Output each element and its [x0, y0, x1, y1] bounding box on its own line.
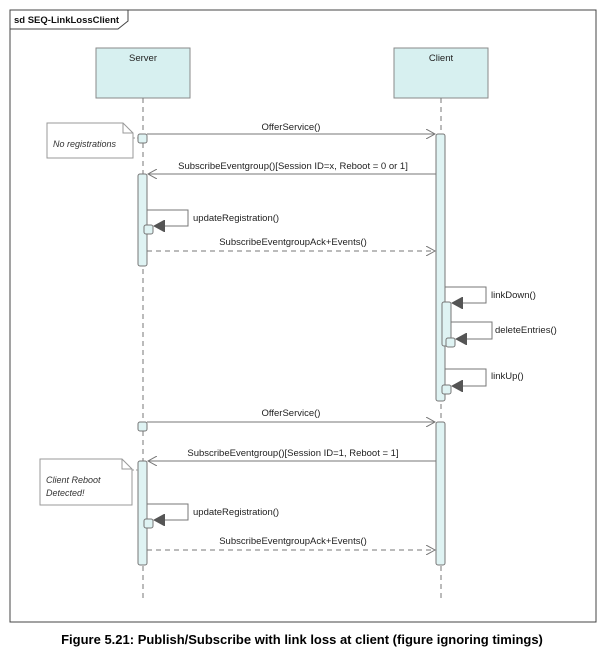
message-offer-service-1-label: OfferService() [262, 122, 321, 133]
participant-server-label: Server [129, 53, 157, 64]
exec-server-offer-2 [137, 421, 148, 432]
frame-title: sd SEQ-LinkLossClient [14, 15, 120, 26]
activation-server-1 [137, 173, 148, 267]
message-subscribe-1-label: SubscribeEventgroup()[Session ID=x, Rebo… [178, 161, 408, 172]
exec-server-update-2 [143, 518, 154, 529]
participant-client-label: Client [429, 53, 454, 64]
message-link-down-label: linkDown() [491, 290, 536, 301]
note-client-reboot-fold [121, 459, 132, 470]
activation-client-2 [435, 421, 446, 566]
message-update-registration-2-arrow [147, 503, 189, 520]
figure-caption: Figure 5.21: Publish/Subscribe with link… [61, 632, 543, 647]
message-offer-service-2-label: OfferService() [262, 408, 321, 419]
message-ack-2-label: SubscribeEventgroupAck+Events() [219, 536, 367, 547]
activation-server-2 [137, 460, 148, 566]
message-delete-entries-arrow [451, 321, 493, 339]
exec-server-update-1 [143, 224, 154, 235]
message-ack-1-label: SubscribeEventgroupAck+Events() [219, 237, 367, 248]
exec-client-linkup [441, 384, 452, 395]
note-client-reboot [39, 458, 133, 506]
message-update-registration-2-label: updateRegistration() [193, 507, 279, 518]
message-update-registration-1-arrow [147, 209, 189, 226]
frame-title-tab [9, 9, 129, 30]
message-link-up-label: linkUp() [491, 371, 524, 382]
participant-server [95, 47, 191, 99]
sequence-diagram: sd SEQ-LinkLossClient Server Client No r… [9, 9, 597, 623]
activation-client-1 [435, 133, 446, 402]
exec-server-offer-1 [137, 133, 148, 144]
message-subscribe-2-label: SubscribeEventgroup()[Session ID=1, Rebo… [187, 448, 398, 459]
note-client-reboot-text-1: Client Reboot [46, 475, 101, 485]
note-no-registrations-text: No registrations [53, 139, 117, 149]
diagram-frame [9, 9, 597, 623]
message-link-down-arrow [445, 286, 487, 303]
message-delete-entries-label: deleteEntries() [495, 325, 557, 336]
note-no-registrations-fold [122, 123, 133, 134]
note-client-reboot-text-2: Detected! [46, 488, 85, 498]
note-no-registrations [46, 122, 134, 159]
message-link-up-arrow [445, 368, 487, 386]
exec-client-delete [445, 337, 456, 348]
message-update-registration-1-label: updateRegistration() [193, 213, 279, 224]
